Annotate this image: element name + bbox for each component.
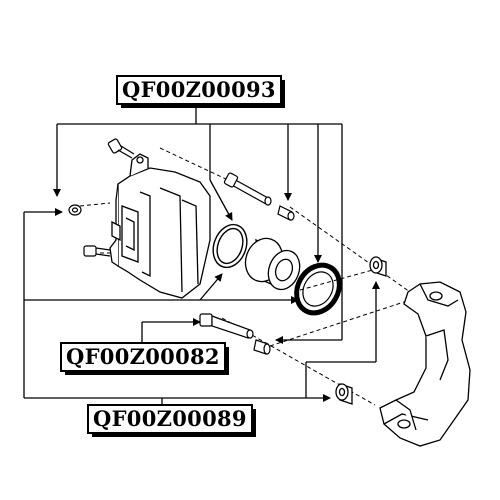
part-number-label-kit-main: QF00Z00093 — [116, 75, 285, 108]
leaders-kit-pin — [141, 318, 201, 342]
part-number-label-kit-bush: QF00Z00089 — [87, 404, 256, 437]
caliper-housing — [109, 153, 211, 299]
lower-guide-bolt — [83, 245, 111, 257]
lower-bushing — [335, 383, 353, 405]
upper-bushing — [369, 256, 387, 277]
leaders-kit-bush — [24, 281, 380, 406]
dust-boot — [294, 262, 342, 316]
part-number-label-kit-pin: QF00Z00082 — [60, 342, 229, 375]
upper-bleed-bolt — [107, 138, 135, 159]
leaders-kit-main — [23, 107, 343, 398]
upper-pin-boot — [277, 205, 295, 221]
lower-guide-pin — [199, 313, 254, 339]
lower-pin-boot — [253, 339, 271, 355]
upper-guide-pin — [223, 172, 272, 206]
dust-cap — [68, 204, 82, 216]
piston — [244, 237, 301, 291]
caliper-bracket — [379, 281, 471, 447]
piston-seal — [212, 223, 248, 269]
